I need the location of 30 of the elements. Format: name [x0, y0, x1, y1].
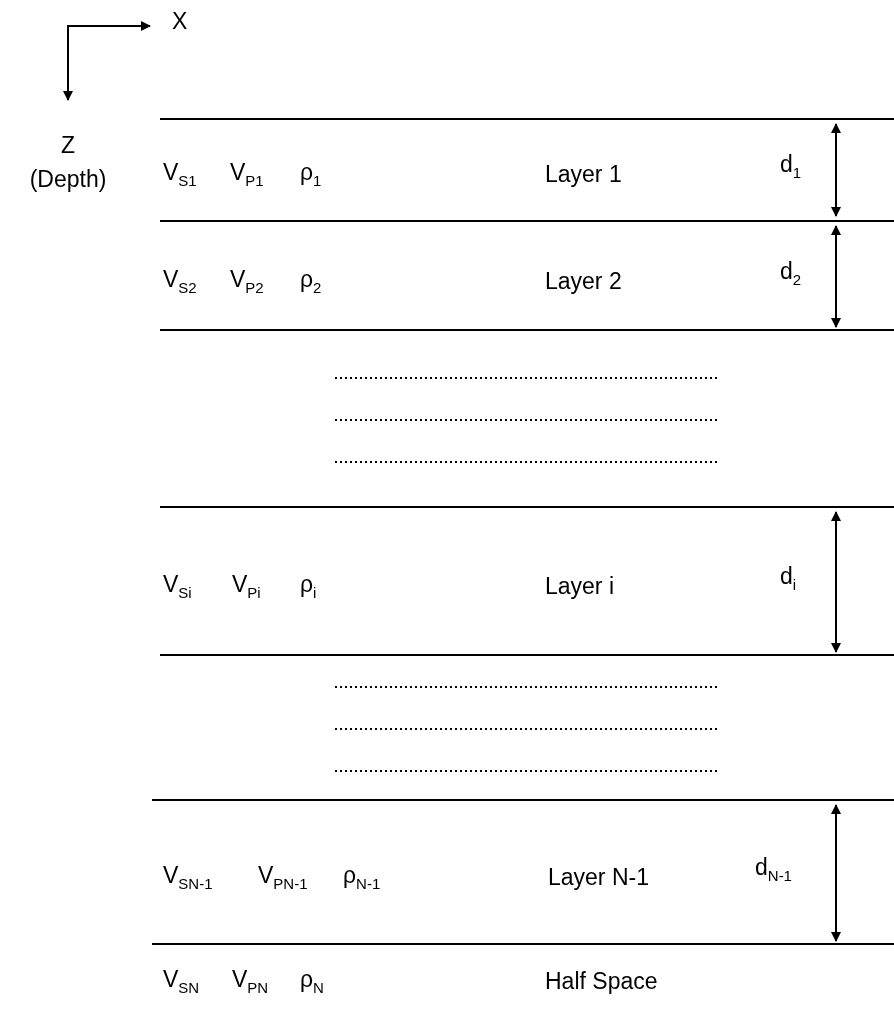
layer-name: Layer 1 — [545, 162, 622, 186]
axis-label: X — [172, 10, 188, 33]
layer-band — [160, 220, 894, 331]
thickness-label: d$_{N-1}$ — [755, 855, 792, 883]
shear-velocity: V$_{S2}$ — [163, 267, 197, 294]
layer-name: Layer i — [545, 574, 615, 598]
layer-band — [160, 506, 894, 656]
thickness-label: d$_{2}$ — [780, 259, 802, 286]
shear-velocity: V$_{SN-1}$ — [163, 863, 213, 891]
thickness-label: d$_{i}$ — [780, 564, 797, 592]
density: ρ$_{i}$ — [300, 572, 317, 600]
shear-velocity: V$_{SN}$ — [163, 967, 200, 995]
p-velocity: V$_{P1}$ — [230, 160, 264, 188]
shear-velocity: V$_{S1}$ — [163, 160, 197, 188]
layer-band — [152, 799, 894, 945]
axis-label: Z — [60, 134, 76, 157]
thickness-label: d$_{1}$ — [780, 152, 802, 180]
density: ρ$_{2}$ — [300, 267, 322, 294]
p-velocity: V$_{PN-1}$ — [258, 863, 308, 891]
layer-name: Layer N-1 — [548, 865, 649, 889]
p-velocity: V$_{Pi}$ — [232, 572, 261, 600]
p-velocity: V$_{PN}$ — [232, 967, 269, 995]
density: ρ$_{N}$ — [300, 967, 324, 995]
p-velocity: V$_{P2}$ — [230, 267, 264, 294]
layer-name: Layer 2 — [545, 269, 622, 292]
axis-caption: (Depth) — [29, 168, 107, 191]
density: ρ$_{N-1}$ — [343, 863, 381, 891]
shear-velocity: V$_{Si}$ — [163, 572, 192, 600]
density: ρ$_{1}$ — [300, 160, 322, 188]
layer-name: Half Space — [545, 969, 658, 993]
